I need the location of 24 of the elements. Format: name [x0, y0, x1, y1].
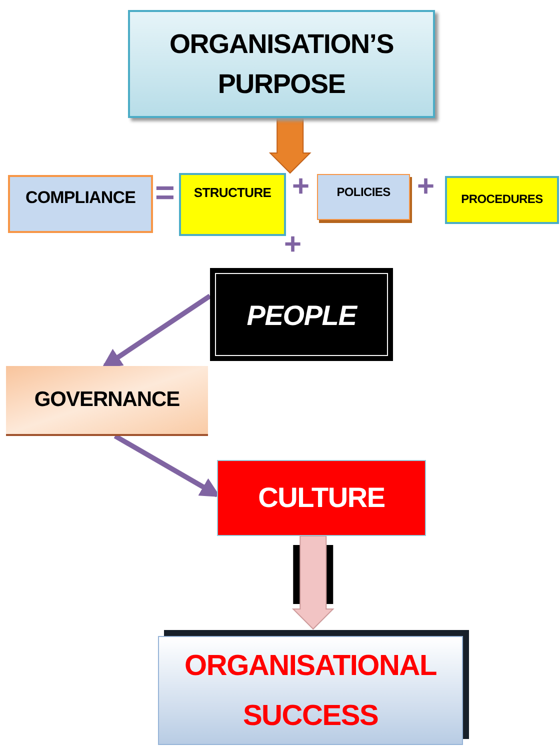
governance-box [6, 366, 208, 436]
box-label: CULTURE [258, 481, 385, 515]
purpose-box [128, 10, 435, 118]
process-box [179, 173, 286, 236]
process-box [8, 175, 153, 233]
box-label: PEOPLE [246, 299, 356, 333]
operator-sign: + [417, 172, 435, 202]
box-label: STRUCTURE [194, 184, 272, 202]
block-arrow [268, 118, 312, 174]
operator-sign: = [155, 176, 175, 210]
box-label: ORGANISATION’S PURPOSE [168, 28, 395, 101]
operator-sign: + [284, 230, 302, 260]
box-label: ORGANISATIONAL SUCCESS [184, 648, 438, 734]
operator-sign: + [292, 172, 310, 202]
block-arrow [292, 536, 334, 630]
process-box [445, 176, 559, 224]
box-label: COMPLIANCE [25, 187, 136, 209]
arrow [102, 294, 212, 368]
box-label: GOVERNANCE [34, 387, 180, 414]
box-label: PROCEDURES [461, 191, 543, 208]
box-label: POLICIES [336, 184, 390, 201]
culture-box [217, 460, 426, 536]
people-box [210, 268, 393, 361]
process-box [317, 174, 410, 220]
